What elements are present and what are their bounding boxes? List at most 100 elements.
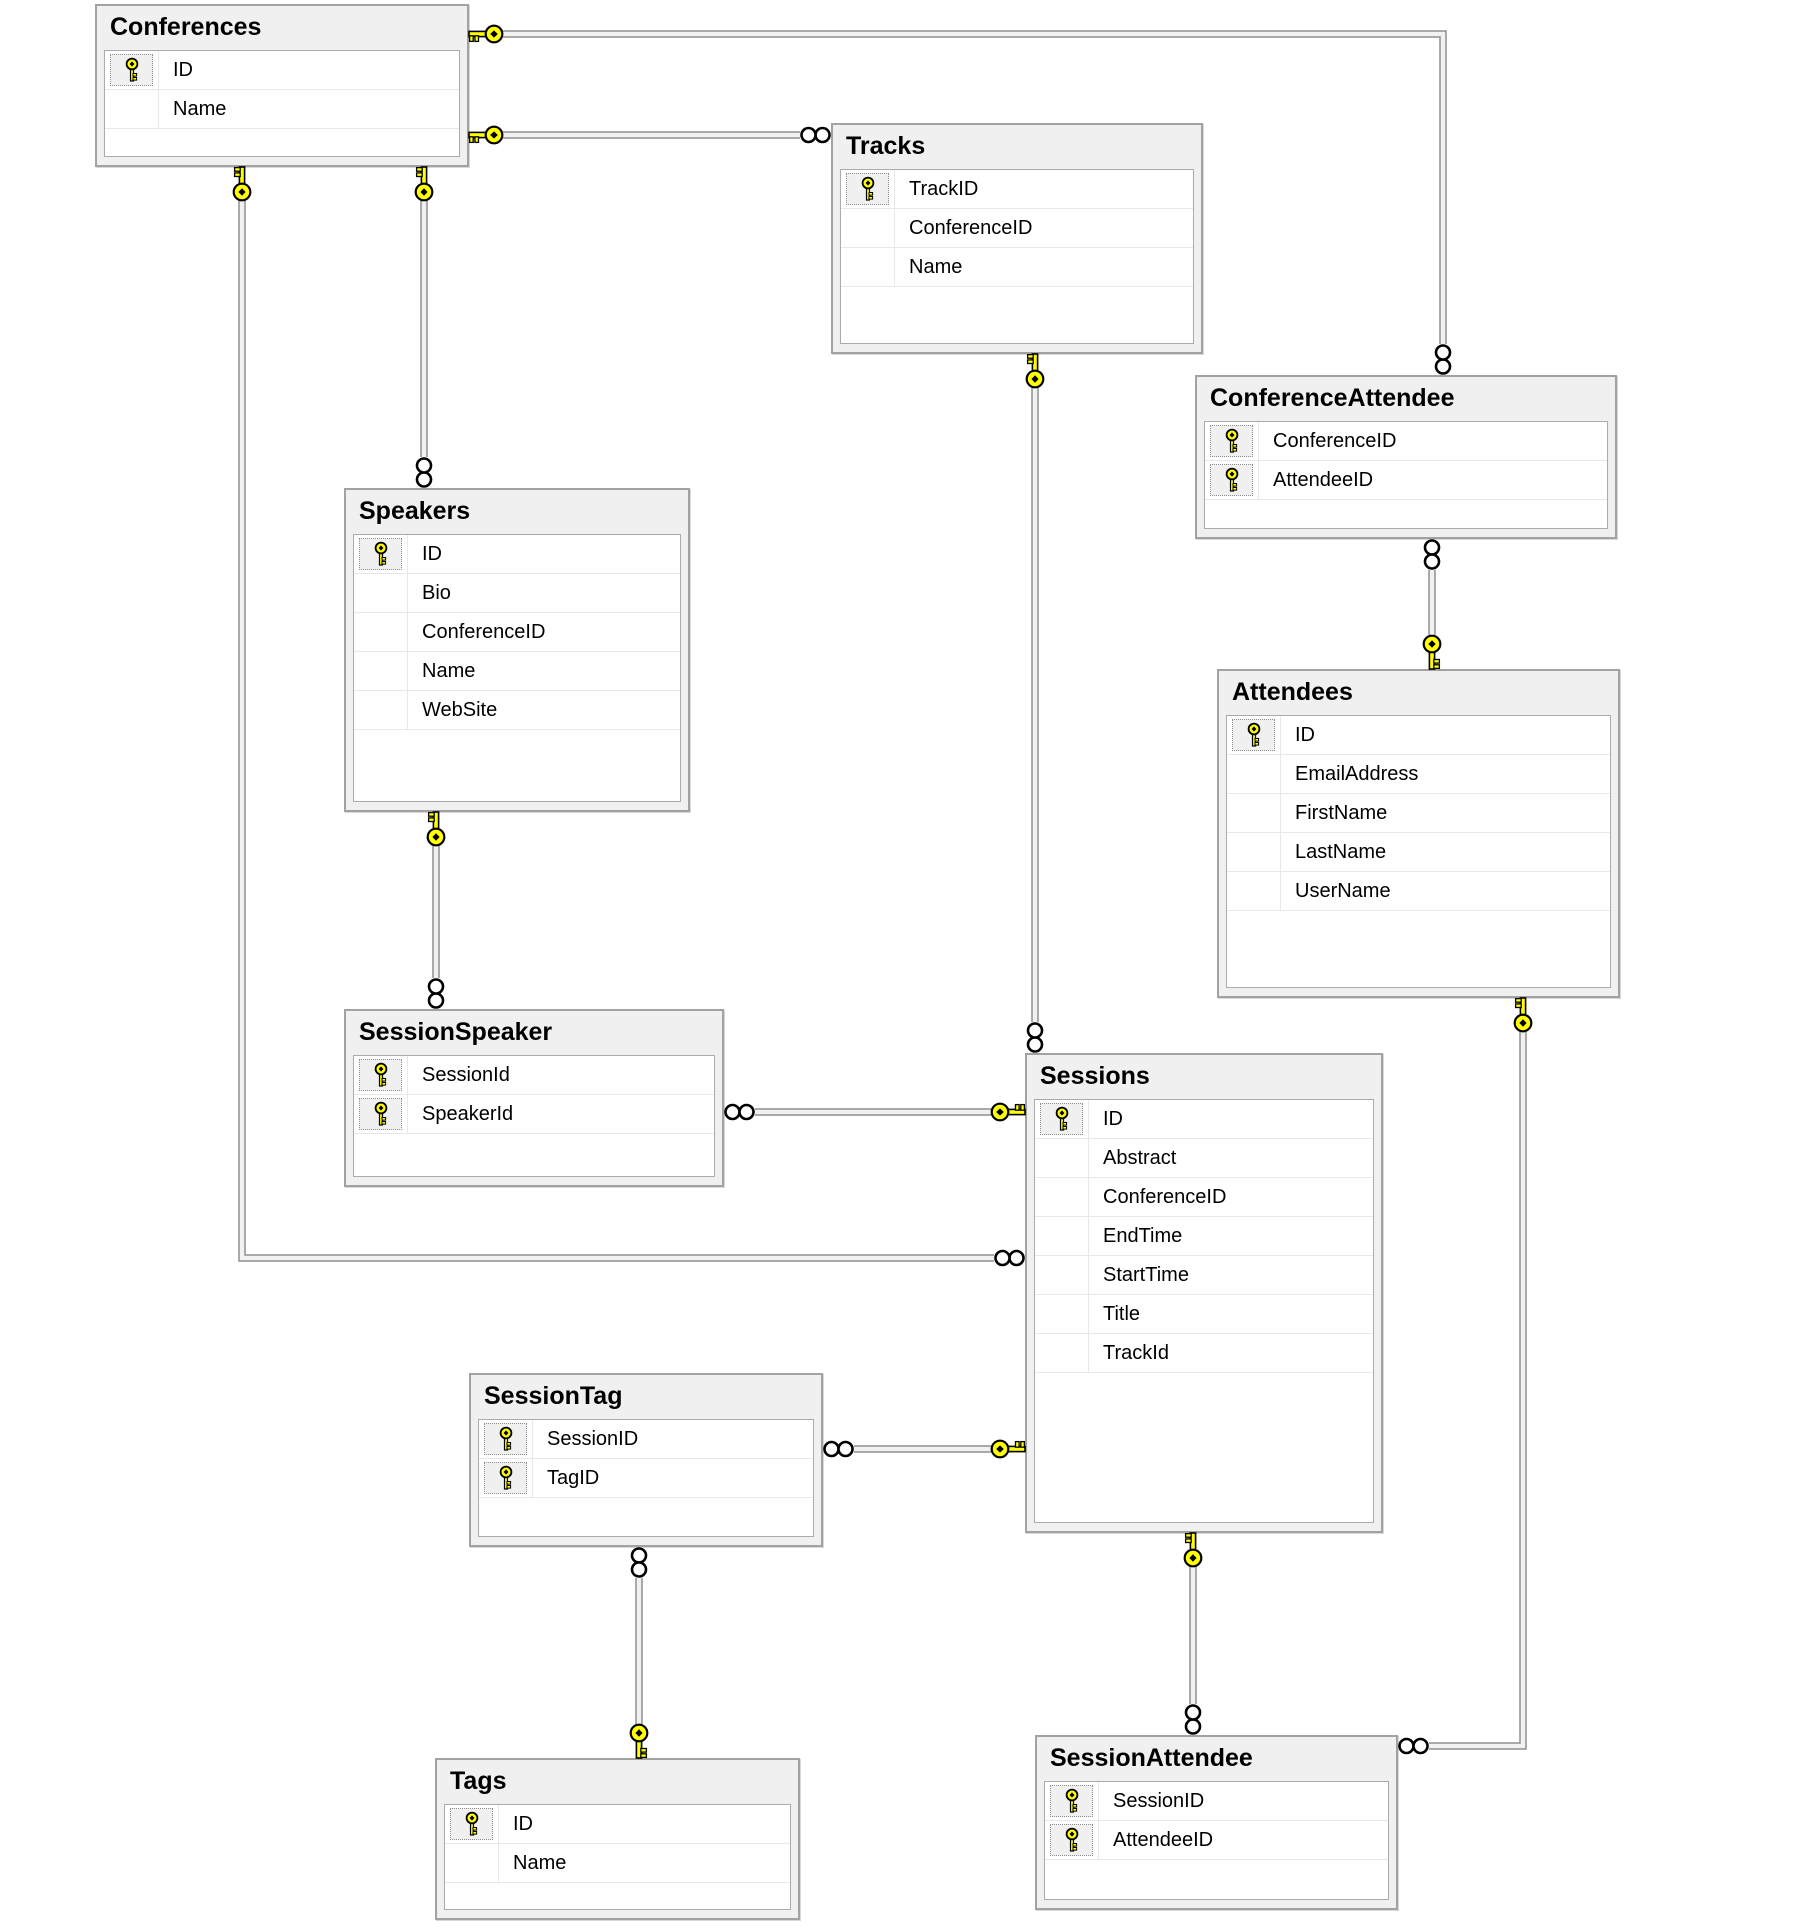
column-name: LastName bbox=[1295, 840, 1387, 863]
column-row-Sessions-EndTime[interactable]: EndTime bbox=[1035, 1217, 1373, 1256]
primary-key-glyph bbox=[1065, 1827, 1078, 1852]
relationship-line[interactable] bbox=[1429, 1032, 1527, 1750]
column-name: Abstract bbox=[1103, 1146, 1177, 1169]
column-row-Tags-ID[interactable]: ID bbox=[445, 1805, 790, 1844]
primary-key-icon bbox=[359, 1098, 402, 1130]
column-row-ConferenceAttendee-AttendeeID[interactable]: AttendeeID bbox=[1205, 461, 1607, 500]
column-row-SessionTag-SessionID[interactable]: SessionID bbox=[479, 1420, 813, 1459]
primary-key-icon bbox=[1210, 464, 1253, 496]
key-one-side-icon bbox=[468, 24, 504, 44]
primary-key-cell bbox=[841, 170, 895, 208]
column-row-Conferences-Name[interactable]: Name bbox=[105, 90, 459, 129]
relationship-Conferences-Tracks[interactable] bbox=[468, 125, 831, 145]
primary-key-icon bbox=[1040, 1103, 1083, 1135]
primary-key-cell bbox=[1045, 1782, 1099, 1820]
relationship-Sessions-SessionSpeaker[interactable] bbox=[724, 1102, 1026, 1122]
key-cell-empty bbox=[1227, 872, 1281, 910]
primary-key-icon bbox=[1232, 719, 1275, 751]
column-row-Speakers-ConferenceID[interactable]: ConferenceID bbox=[354, 613, 680, 652]
column-row-SessionSpeaker-SessionId[interactable]: SessionId bbox=[354, 1056, 714, 1095]
primary-key-cell bbox=[105, 51, 159, 89]
column-row-Speakers-Bio[interactable]: Bio bbox=[354, 574, 680, 613]
relationship-Speakers-SessionSpeaker[interactable] bbox=[426, 811, 446, 1009]
column-row-Tags-Name[interactable]: Name bbox=[445, 1844, 790, 1883]
relationship-Tracks-Sessions[interactable] bbox=[1025, 353, 1045, 1053]
column-row-Sessions-Title[interactable]: Title bbox=[1035, 1295, 1373, 1334]
relationship-Sessions-SessionAttendee[interactable] bbox=[1183, 1532, 1203, 1735]
column-row-SessionAttendee-AttendeeID[interactable]: AttendeeID bbox=[1045, 1821, 1388, 1860]
primary-key-icon bbox=[359, 1059, 402, 1091]
key-cell-empty bbox=[1227, 833, 1281, 871]
relationship-Sessions-SessionTag[interactable] bbox=[823, 1439, 1026, 1459]
primary-key-icon bbox=[1050, 1824, 1093, 1856]
table-title-Speakers: Speakers bbox=[359, 497, 471, 525]
key-one-side-icon bbox=[1183, 1532, 1203, 1568]
relationship-Conferences-Speakers[interactable] bbox=[414, 166, 434, 488]
primary-key-icon bbox=[1210, 425, 1253, 457]
primary-key-icon bbox=[484, 1462, 527, 1494]
column-name: Title bbox=[1103, 1302, 1141, 1325]
column-name: TrackId bbox=[1103, 1341, 1169, 1364]
column-row-Attendees-ID[interactable]: ID bbox=[1227, 716, 1610, 755]
key-cell-empty bbox=[1035, 1217, 1089, 1255]
relationship-Attendees-ConferenceAttendee[interactable] bbox=[1422, 539, 1442, 670]
column-name: ID bbox=[173, 58, 193, 81]
primary-key-glyph bbox=[499, 1465, 512, 1490]
column-row-Conferences-ID[interactable]: ID bbox=[105, 51, 459, 90]
column-row-Attendees-FirstName[interactable]: FirstName bbox=[1227, 794, 1610, 833]
column-name: EmailAddress bbox=[1295, 762, 1419, 785]
table-title-SessionAttendee: SessionAttendee bbox=[1050, 1744, 1253, 1772]
primary-key-cell bbox=[1035, 1100, 1089, 1138]
column-row-Speakers-WebSite[interactable]: WebSite bbox=[354, 691, 680, 730]
key-one-side-icon bbox=[1422, 634, 1442, 670]
column-row-Sessions-ConferenceID[interactable]: ConferenceID bbox=[1035, 1178, 1373, 1217]
primary-key-glyph bbox=[465, 1811, 478, 1836]
column-name: Name bbox=[173, 97, 227, 120]
key-cell-empty bbox=[445, 1844, 499, 1882]
key-cell-empty bbox=[1227, 794, 1281, 832]
column-row-SessionTag-TagID[interactable]: TagID bbox=[479, 1459, 813, 1498]
primary-key-cell bbox=[354, 535, 408, 573]
column-row-Tracks-ConferenceID[interactable]: ConferenceID bbox=[841, 209, 1193, 248]
column-row-Sessions-Abstract[interactable]: Abstract bbox=[1035, 1139, 1373, 1178]
column-row-SessionSpeaker-SpeakerId[interactable]: SpeakerId bbox=[354, 1095, 714, 1134]
key-cell-empty bbox=[105, 90, 159, 128]
column-row-Speakers-Name[interactable]: Name bbox=[354, 652, 680, 691]
infinity-many-side-icon bbox=[823, 1440, 854, 1458]
column-row-Attendees-LastName[interactable]: LastName bbox=[1227, 833, 1610, 872]
column-row-SessionAttendee-SessionID[interactable]: SessionID bbox=[1045, 1782, 1388, 1821]
column-row-Speakers-ID[interactable]: ID bbox=[354, 535, 680, 574]
relationship-Tags-SessionTag[interactable] bbox=[629, 1547, 649, 1759]
column-row-Sessions-TrackId[interactable]: TrackId bbox=[1035, 1334, 1373, 1373]
column-row-ConferenceAttendee-ConferenceID[interactable]: ConferenceID bbox=[1205, 422, 1607, 461]
column-row-Attendees-UserName[interactable]: UserName bbox=[1227, 872, 1610, 911]
column-name: Name bbox=[909, 255, 963, 278]
primary-key-cell bbox=[479, 1459, 533, 1497]
column-name: WebSite bbox=[422, 698, 498, 721]
table-title-SessionTag: SessionTag bbox=[484, 1382, 623, 1410]
column-row-Sessions-StartTime[interactable]: StartTime bbox=[1035, 1256, 1373, 1295]
column-row-Tracks-TrackID[interactable]: TrackID bbox=[841, 170, 1193, 209]
key-one-side-icon bbox=[426, 811, 446, 847]
column-name: FirstName bbox=[1295, 801, 1388, 824]
table-title-Tracks: Tracks bbox=[846, 132, 926, 160]
table-title-SessionSpeaker: SessionSpeaker bbox=[359, 1018, 553, 1046]
primary-key-icon bbox=[1050, 1785, 1093, 1817]
column-row-Sessions-ID[interactable]: ID bbox=[1035, 1100, 1373, 1139]
column-row-Tracks-Name[interactable]: Name bbox=[841, 248, 1193, 287]
relationship-Attendees-SessionAttendee[interactable] bbox=[1398, 997, 1533, 1755]
column-row-Attendees-EmailAddress[interactable]: EmailAddress bbox=[1227, 755, 1610, 794]
